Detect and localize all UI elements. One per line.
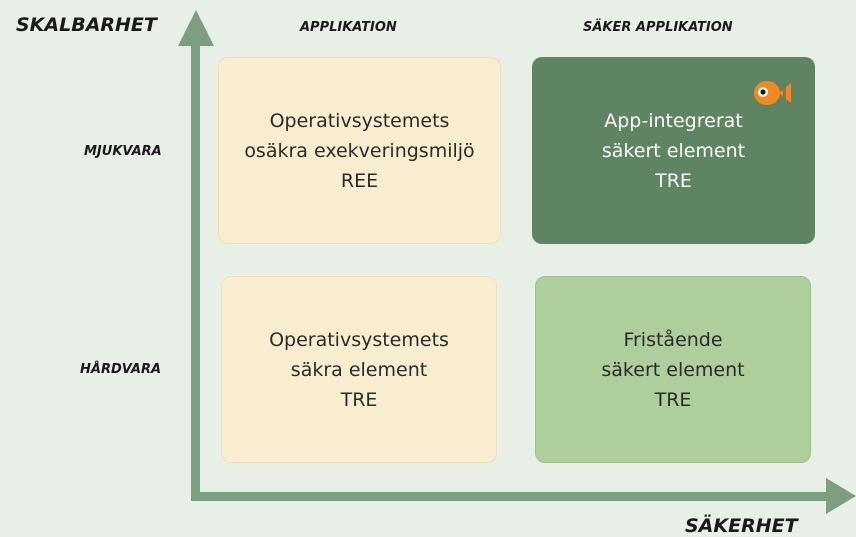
quadrant-os-tre-line-2: säkra element [290,358,428,381]
quadrant-app-tre-line-1: App-integrerat [604,109,743,132]
quadrant-standalone-tre-line-3: TRE [654,388,692,411]
quadrant-ree-line-2: osäkra exekveringsmiljö [244,139,475,162]
quadrant-ree-line-3: REE [340,169,379,192]
y-axis-line [191,40,200,500]
row-label-software: MJUKVARA [84,144,162,159]
column-label-app: APPLIKATION [300,20,397,35]
y-axis-label: SKALBARHET [16,14,157,36]
x-axis-line [191,492,831,501]
quadrant-standalone-tre-line-2: säkert element [601,358,745,381]
quadrant-os-tre-line-3: TRE [340,388,378,411]
quadrant-standalone-tre-line-1: Fristående [623,328,723,351]
x-axis-label: SÄKERHET [685,515,798,537]
quadrant-app-tre-line-2: säkert element [601,139,746,162]
quadrant-os-tre-line-1: Operativsystemets [269,328,449,351]
quadrant-app-tre-line-3: TRE [655,169,692,192]
row-label-hardware: HÅRDVARA [80,362,162,377]
x-axis-arrowhead [826,478,856,514]
column-label-secure-app: SÄKER APPLIKATION [583,20,733,35]
quadrant-standalone-tre: Fristående säkert element TRE [535,276,811,463]
y-axis-arrowhead [178,10,214,46]
fish-icon [754,81,791,105]
quadrant-ree-line-1: Operativsystemets [269,109,450,132]
quadrant-os-tre: Operativsystemets säkra element TRE [221,276,497,463]
quadrant-ree: Operativsystemets osäkra exekveringsmilj… [218,57,501,244]
